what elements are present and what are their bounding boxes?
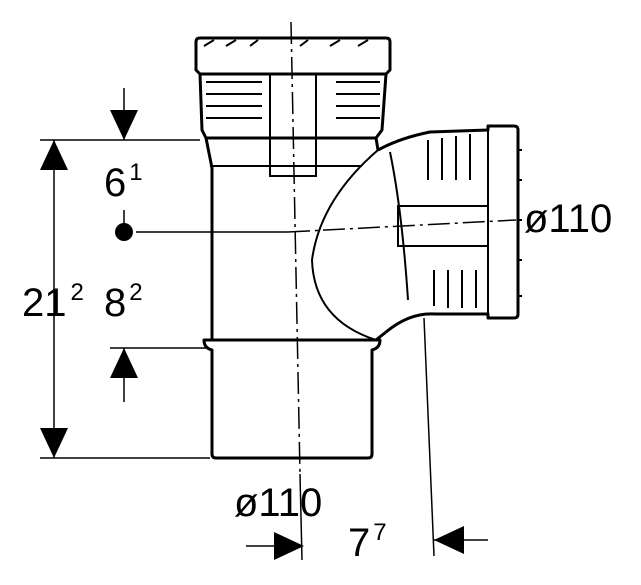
main-tube-right-wall <box>374 137 380 151</box>
center-lines <box>287 21 517 475</box>
top-socket-body <box>198 73 388 140</box>
branch-pipe <box>311 124 520 342</box>
bottom-spigot <box>202 338 382 460</box>
main-pipe <box>194 36 392 460</box>
top-socket-ribs <box>203 39 380 177</box>
main-centerline <box>290 21 301 475</box>
branch-diameter-label: ø110 <box>524 197 612 241</box>
top-socket-collar <box>194 36 392 76</box>
arrow-down-overall-bottom <box>40 428 68 458</box>
dimension-lines <box>40 88 488 561</box>
center-point-dot <box>115 223 133 241</box>
arrow-up-bottom-offset <box>110 348 138 378</box>
dimension-arrowheads <box>40 110 464 560</box>
main-tube-left-wall <box>204 137 214 340</box>
branch-ribs <box>397 134 522 308</box>
arrow-left-branch-offset <box>434 526 464 554</box>
main-diameter-label: ø110 <box>234 481 322 525</box>
branch-saddle-curve <box>311 149 379 341</box>
branch-centerline <box>287 219 517 233</box>
branch-outline <box>375 124 520 342</box>
arrow-down-top-offset <box>110 110 138 140</box>
arrow-right-main-dia <box>274 532 304 560</box>
arrow-up-overall-top <box>40 140 68 170</box>
